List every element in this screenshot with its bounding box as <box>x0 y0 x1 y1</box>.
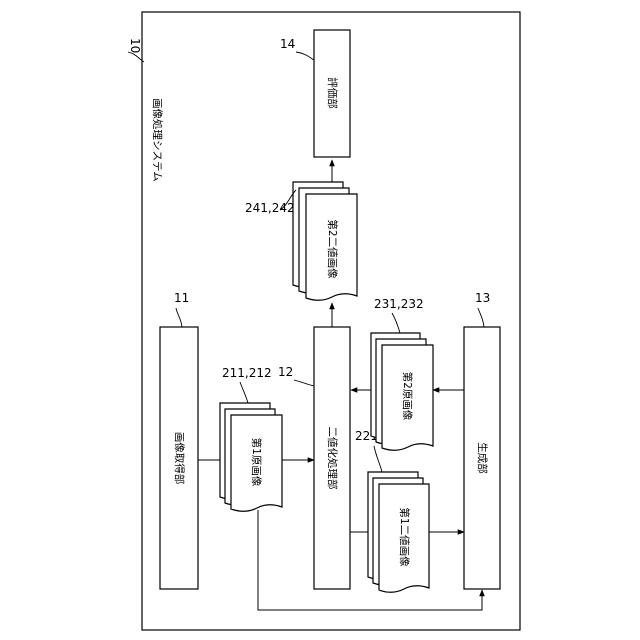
first-binary-document-label: 第1二値画像 <box>398 507 411 567</box>
second-original-document-label: 第2原画像 <box>401 372 414 421</box>
generation-ref-label: 13 <box>475 291 490 305</box>
system-ref-label: 10 <box>128 38 142 53</box>
acquisition-ref-leader <box>176 308 182 327</box>
evaluation-block-label: 評価部 <box>326 77 339 109</box>
second-original-ref-leader <box>392 313 400 333</box>
second-binary-document-stack <box>293 182 357 300</box>
acquisition-ref-label: 11 <box>174 291 189 305</box>
binarization-ref-leader <box>294 380 314 386</box>
system-label: 画像処理システム <box>151 98 164 182</box>
first-original-document-label: 第1原画像 <box>250 438 263 487</box>
generation-block-label: 生成部 <box>476 442 489 474</box>
first-binary-ref-leader <box>374 446 382 472</box>
generation-ref-leader <box>478 308 484 327</box>
second-original-ref-label: 231,232 <box>374 297 424 311</box>
first-original-ref-leader <box>240 382 248 403</box>
first-original-ref-label: 211,212 <box>222 366 272 380</box>
acquisition-block-label: 画像取得部 <box>173 432 186 485</box>
second-binary-document-label: 第2二値画像 <box>326 219 339 279</box>
evaluation-ref-leader <box>296 52 314 60</box>
evaluation-ref-label: 14 <box>280 37 295 51</box>
binarization-ref-label: 12 <box>278 365 293 379</box>
binarization-block-label: 二値化処理部 <box>326 427 339 490</box>
